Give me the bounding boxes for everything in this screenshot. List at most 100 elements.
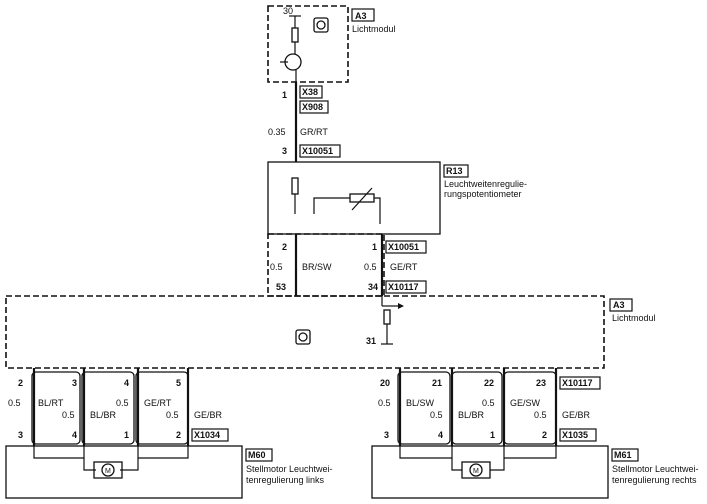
left-3-color: GE/RT <box>144 398 172 408</box>
m61-code: M61 <box>614 450 632 460</box>
r13-tag <box>443 164 469 178</box>
motor-icon-right-label: M <box>473 468 479 475</box>
right-2-pin-bottom: 4 <box>438 430 443 440</box>
m60-box <box>5 445 243 499</box>
control-unit-icon-main <box>295 329 311 345</box>
m61-internal-2 <box>503 446 557 459</box>
right-3-pin-bottom: 1 <box>490 430 495 440</box>
a3-top-name: Lichtmodul <box>352 24 396 34</box>
x10051-mid-label: X10051 <box>388 242 419 252</box>
right-4-gauge: 0.5 <box>534 410 547 420</box>
right-1-pin-top: 20 <box>380 378 390 388</box>
x10051-top-label: X10051 <box>302 146 333 156</box>
m61-box <box>371 445 609 499</box>
right-4-color: GE/BR <box>562 410 591 420</box>
r13-internal-path <box>313 197 350 214</box>
a3-top-resistor <box>291 27 299 43</box>
left-1-pin-top: 2 <box>18 378 23 388</box>
m60-name-1: Stellmotor Leuchtwei- <box>246 464 333 474</box>
left-group-box-1 <box>31 371 81 445</box>
arrow-icon <box>398 303 404 309</box>
x10051-mid-tag <box>385 240 427 254</box>
r13-internal-path-2 <box>374 197 381 224</box>
m60-tag <box>245 448 273 462</box>
wire-r13-left-pin-bottom: 53 <box>276 282 286 292</box>
left-1-color: BL/RT <box>38 398 64 408</box>
m61-internal-1 <box>399 446 453 459</box>
left-2-pin-bottom: 4 <box>72 430 77 440</box>
a3-top-tag <box>351 8 375 22</box>
a3-main-code: A3 <box>613 300 625 310</box>
m60-internal-4 <box>120 458 139 471</box>
m61-tag <box>611 448 639 462</box>
potentiometer-wiper <box>351 187 373 211</box>
m60-name-2: tenregulierung links <box>246 475 325 485</box>
left-2-color: BL/BR <box>90 410 117 420</box>
wire-r13-right-color: GE/RT <box>390 262 418 272</box>
m61-name-2: tenregulierung rechts <box>612 475 697 485</box>
a3-main-resistor <box>383 309 391 325</box>
wire-r13-right-pin-bottom: 34 <box>368 282 378 292</box>
right-1-pin-bottom: 3 <box>384 430 389 440</box>
left-1-pin-bottom: 3 <box>18 430 23 440</box>
wire-top-color: GR/RT <box>300 127 328 137</box>
left-4-pin-top: 5 <box>176 378 181 388</box>
x10117-mid-tag <box>385 280 427 294</box>
m60-internal-1 <box>33 446 85 459</box>
x1035-label: X1035 <box>562 430 588 440</box>
m60-code: M60 <box>248 450 266 460</box>
right-group-box-3 <box>503 371 557 445</box>
wire-top-pin-a: 1 <box>282 90 287 100</box>
right-2-pin-top: 21 <box>432 378 442 388</box>
x1034-tag <box>191 428 229 442</box>
right-group-box-1 <box>397 371 451 445</box>
x38-label: X38 <box>302 87 318 97</box>
m60-motor-housing <box>93 461 123 479</box>
left-4-color: GE/BR <box>194 410 223 420</box>
left-wire-group: 2 0.5 BL/RT 3 3 0.5 BL/BR 4 4 0.5 GE/RT … <box>8 368 229 446</box>
m61-internal-3 <box>451 458 462 471</box>
m60-internal-3 <box>83 458 96 471</box>
r13-name-1: Leuchtweitenregulie- <box>444 179 527 189</box>
a3-main-pin31: 31 <box>366 336 376 346</box>
a3-top-box <box>267 5 349 83</box>
m60-internal-2 <box>137 446 189 459</box>
potentiometer-icon <box>349 193 375 203</box>
a3-main-box <box>5 295 605 369</box>
motor-icon-left-label: M <box>105 468 111 475</box>
wire-r13-left-gauge: 0.5 <box>270 262 283 272</box>
wire-r13-right-gauge: 0.5 <box>364 262 377 272</box>
m61-name-1: Stellmotor Leuchtwei- <box>612 464 699 474</box>
right-3-gauge: 0.5 <box>482 398 495 408</box>
motor-icon-left <box>101 463 115 477</box>
x10051-top-tag <box>299 144 341 158</box>
right-3-pin-top: 22 <box>484 378 494 388</box>
left-2-pin-top: 3 <box>72 378 77 388</box>
a3-main-name: Lichtmodul <box>612 313 656 323</box>
right-wire-group: 20 0.5 BL/SW 3 21 0.5 BL/BR 4 22 0.5 GE/… <box>378 368 601 446</box>
x1035-tag <box>559 428 597 442</box>
right-2-gauge: 0.5 <box>430 410 443 420</box>
x908-label: X908 <box>302 102 323 112</box>
left-4-gauge: 0.5 <box>166 410 179 420</box>
right-1-gauge: 0.5 <box>378 398 391 408</box>
m61-internal-4 <box>490 458 505 471</box>
right-4-pin-top: 23 <box>536 378 546 388</box>
r13-box <box>267 161 441 235</box>
x10117-right-tag <box>559 376 601 390</box>
left-group-box-2 <box>81 371 135 445</box>
right-4-pin-bottom: 2 <box>542 430 547 440</box>
control-unit-icon <box>313 17 329 33</box>
right-3-color: GE/SW <box>510 398 541 408</box>
left-2-gauge: 0.5 <box>62 410 75 420</box>
control-unit-icon-main-dial <box>298 332 308 342</box>
left-1-gauge: 0.5 <box>8 398 21 408</box>
wire-top-gauge: 0.35 <box>268 127 286 137</box>
left-4-pin-bottom: 2 <box>176 430 181 440</box>
wire-r13-left-color: BR/SW <box>302 262 332 272</box>
left-3-pin-top: 4 <box>124 378 129 388</box>
m61-motor-housing <box>461 461 491 479</box>
a3-top-pin30: 30 <box>283 6 293 16</box>
